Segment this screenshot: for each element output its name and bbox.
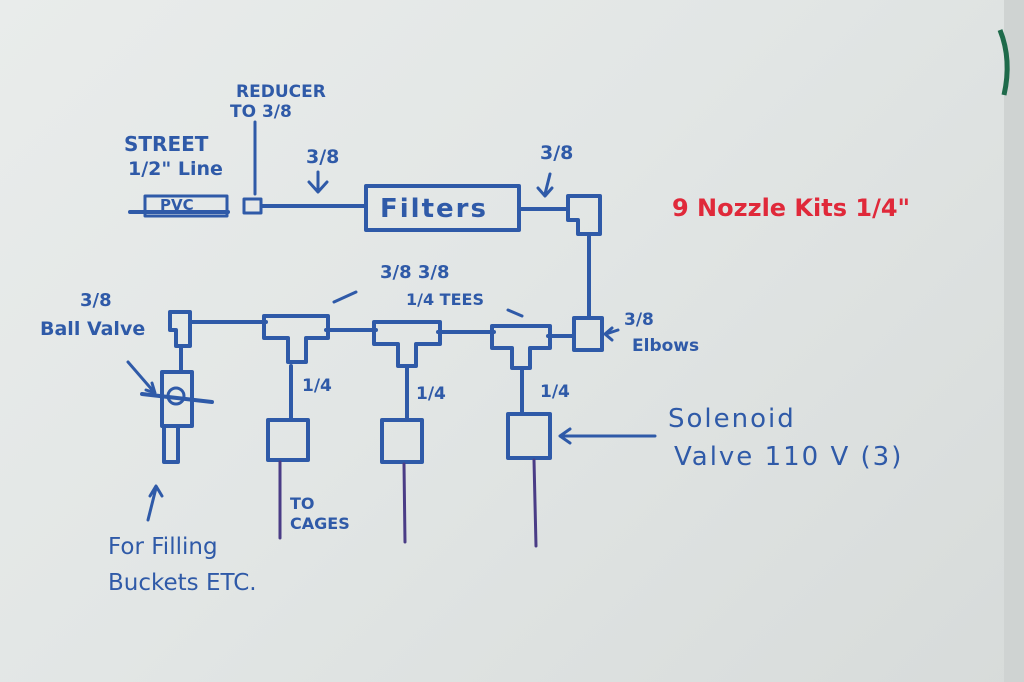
ball-valve-handle [140,392,214,404]
reducer-fitting [242,197,263,215]
solenoid-label-line1: Solenoid [668,404,796,434]
to-cages-label-line2: CAGES [290,514,350,533]
arrow-elbows [603,326,620,342]
arrow-ball-valve [126,360,157,395]
tees-pointer-left [332,290,358,304]
tee-1 [262,314,330,364]
tees-label-line1: 3/8 3/8 [380,262,450,283]
arrow-filling [146,484,164,522]
solenoid-valve-2 [380,418,424,464]
reducer-label-line2: TO 3/8 [230,102,292,122]
pvc-pipe [143,194,229,218]
elbows-size-label: 3/8 [624,310,654,330]
top-elbow [566,194,602,236]
size-label-right: 3/8 [540,142,574,164]
elbows-label: Elbows [632,336,700,356]
tee-3 [490,324,552,370]
ball-valve-label: Ball Valve [40,318,146,340]
street-label-line1: STREET [124,132,209,156]
size-label-left: 3/8 [306,146,340,168]
board-frame [1004,0,1024,682]
pvc-label: PVC [160,196,194,214]
arrow-solenoid [558,427,657,445]
filling-label-line1: For Filling [108,534,218,560]
to-cages-label-line1: TO [290,494,315,513]
outlet-2 [402,462,407,544]
street-label-line2: 1/2" Line [128,158,223,180]
tees-pointer-right [506,308,524,318]
ball-valve-elbow [168,310,192,348]
reducer-label-line1: REDUCER [236,82,326,102]
arrow-3-8-left [307,170,329,194]
tee-2 [372,320,442,368]
tees-label-line2: 1/4 TEES [406,290,484,309]
ball-valve-spout [162,424,180,464]
quarter-label-2: 1/4 [416,384,446,404]
bottom-elbow [572,316,604,352]
filters-label: Filters [380,194,488,224]
green-marker-cap [997,29,1010,96]
arrow-3-8-right [536,172,554,198]
quarter-label-3: 1/4 [540,382,570,402]
solenoid-label-line2: Valve 110 V (3) [674,442,904,472]
solenoid-valve-1 [266,418,310,462]
solenoid-valve-3 [506,412,552,460]
nozzle-kits-label: 9 Nozzle Kits 1/4" [672,194,911,222]
ball-valve-size-label: 3/8 [80,290,112,311]
quarter-label-1: 1/4 [302,376,332,396]
filling-label-line2: Buckets ETC. [108,570,257,596]
outlet-3 [532,458,538,548]
